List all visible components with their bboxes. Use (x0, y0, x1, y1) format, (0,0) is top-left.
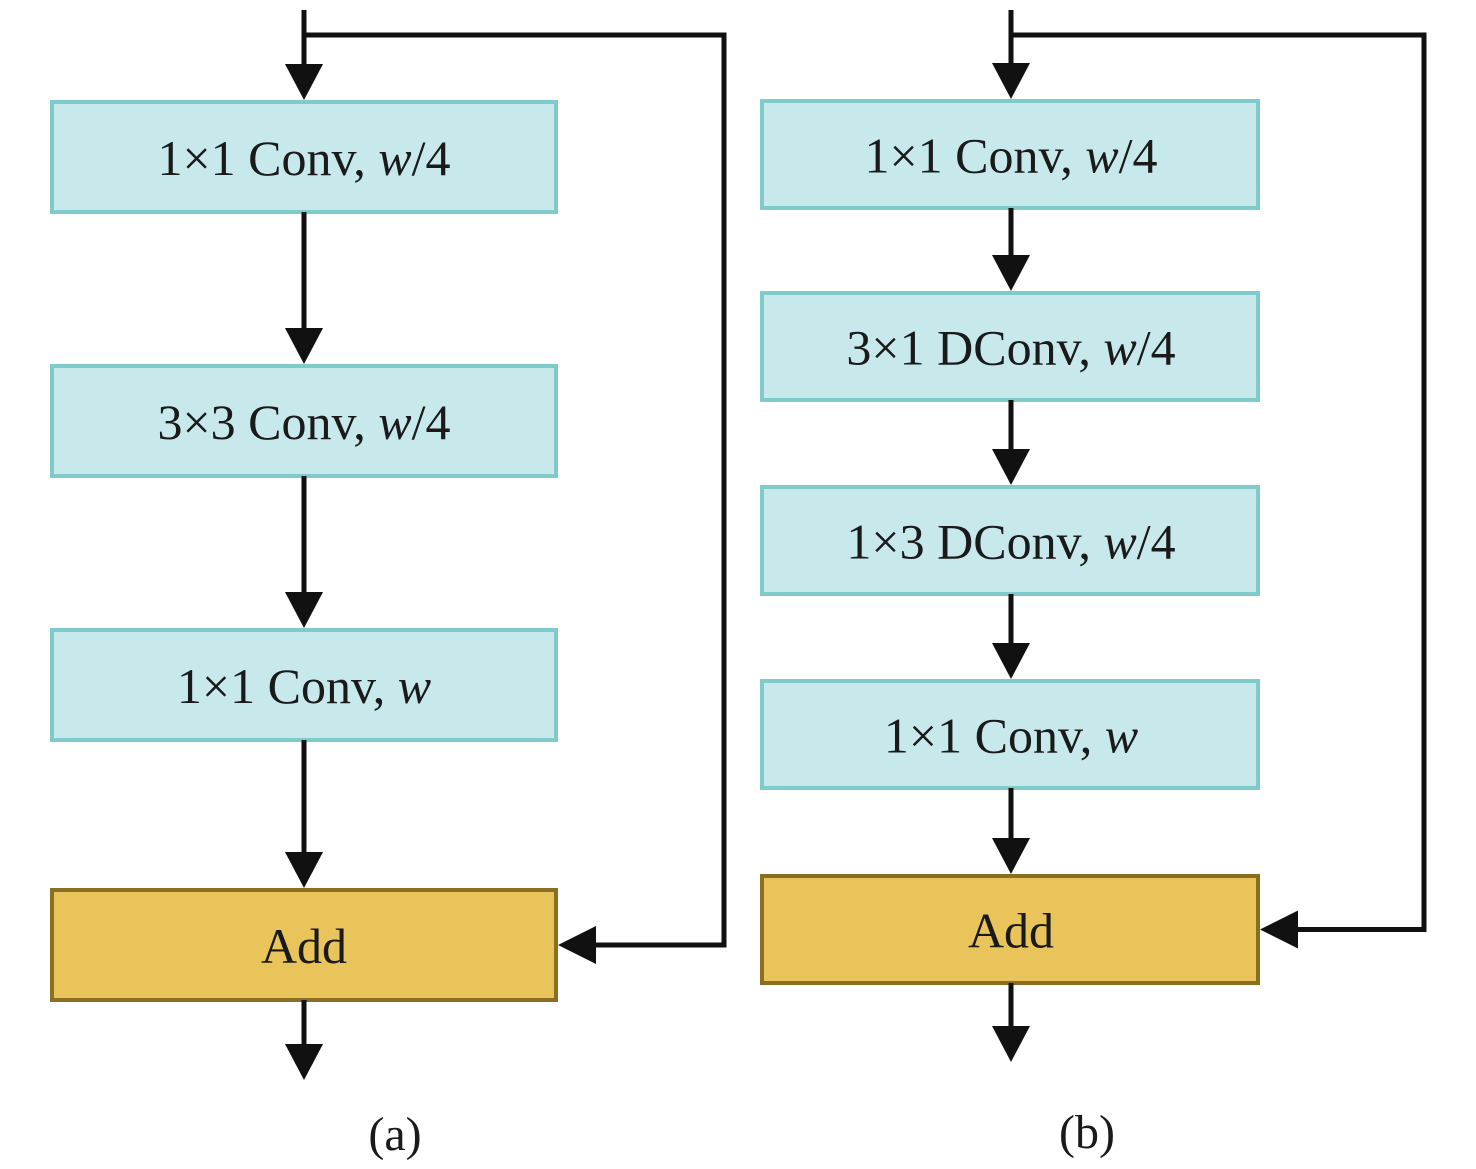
add-block: Add (50, 888, 558, 1002)
flow-arrowhead (992, 838, 1030, 874)
width-divisor: /4 (1119, 128, 1158, 184)
conv-block-label: 1×1 Conv, w (884, 708, 1138, 764)
add-block-box (760, 874, 1260, 985)
flow-arrowhead (992, 449, 1030, 485)
input-arrowhead (285, 64, 323, 100)
flow-arrowhead (285, 592, 323, 628)
conv-block-label: 1×1 Conv, w/4 (157, 130, 450, 186)
block-label-text: 1×1 Conv, (864, 128, 1085, 184)
flow-arrowhead (992, 255, 1030, 291)
conv-block-label: 1×1 Conv, w/4 (864, 128, 1157, 184)
diagram-b: 1×1 Conv, w/43×1 DConv, w/41×3 DConv, w/… (760, 10, 1427, 1159)
block-label-text: 3×3 Conv, (157, 394, 378, 450)
skip-connection-arrowhead (558, 926, 596, 964)
block-label-width: w/4 (1103, 514, 1175, 570)
skip-connection-line (304, 32, 727, 948)
conv-block-label: 1×1 Conv, w (177, 658, 431, 714)
block-label-width: w (1105, 708, 1138, 764)
width-var: w (1105, 708, 1138, 764)
conv-block: 1×1 Conv, w/4 (50, 100, 558, 214)
block-label-width: w/4 (1103, 320, 1175, 376)
add-block: Add (760, 874, 1260, 985)
conv-block-box (760, 291, 1260, 402)
width-var: w (1103, 514, 1136, 570)
diagram-caption: (b) (1059, 1106, 1115, 1159)
width-var: w (1103, 320, 1136, 376)
conv-block: 1×1 Conv, w (50, 628, 558, 742)
diagram-caption: (a) (368, 1108, 421, 1161)
flow-arrowhead (285, 328, 323, 364)
width-divisor: /4 (1137, 320, 1176, 376)
conv-block-box (50, 628, 558, 742)
conv-block: 1×1 Conv, w/4 (760, 99, 1260, 210)
flow-arrowhead (992, 643, 1030, 679)
width-var: w (398, 658, 431, 714)
block-label-text: Add (968, 903, 1054, 959)
diagram-a: 1×1 Conv, w/43×3 Conv, w/41×1 Conv, wAdd… (50, 10, 727, 1161)
block-label-text: 1×1 Conv, (884, 708, 1105, 764)
conv-block-label: 3×1 DConv, w/4 (846, 320, 1175, 376)
add-block-box (50, 888, 558, 1002)
add-block-label: Add (968, 903, 1054, 959)
block-label-width: w/4 (378, 130, 450, 186)
skip-connection-arrowhead (1260, 910, 1298, 949)
conv-block-box (50, 364, 558, 478)
block-label-width: w (398, 658, 431, 714)
skip-connection-line (1011, 32, 1427, 932)
conv-block: 1×1 Conv, w (760, 679, 1260, 790)
block-label-text: 1×1 Conv, (157, 130, 378, 186)
block-label-text: 1×3 DConv, (846, 514, 1103, 570)
width-var: w (378, 394, 411, 450)
output-arrowhead (992, 1026, 1030, 1062)
block-label-width: w/4 (1085, 128, 1157, 184)
block-label-text: 1×1 Conv, (177, 658, 398, 714)
block-label-text: 3×1 DConv, (846, 320, 1103, 376)
add-block-label: Add (261, 918, 347, 974)
block-label-text: Add (261, 918, 347, 974)
conv-block-box (760, 485, 1260, 596)
width-divisor: /4 (412, 130, 451, 186)
conv-block: 3×1 DConv, w/4 (760, 291, 1260, 402)
width-divisor: /4 (1137, 514, 1176, 570)
output-arrowhead (285, 1044, 323, 1080)
flow-arrowhead (285, 852, 323, 888)
width-var: w (1085, 128, 1118, 184)
conv-block-box (760, 99, 1260, 210)
input-arrowhead (992, 63, 1030, 99)
conv-block-label: 1×3 DConv, w/4 (846, 514, 1175, 570)
conv-block-label: 3×3 Conv, w/4 (157, 394, 450, 450)
conv-block: 1×3 DConv, w/4 (760, 485, 1260, 596)
conv-block-box (760, 679, 1260, 790)
width-divisor: /4 (412, 394, 451, 450)
conv-block: 3×3 Conv, w/4 (50, 364, 558, 478)
block-label-width: w/4 (378, 394, 450, 450)
conv-block-box (50, 100, 558, 214)
width-var: w (378, 130, 411, 186)
